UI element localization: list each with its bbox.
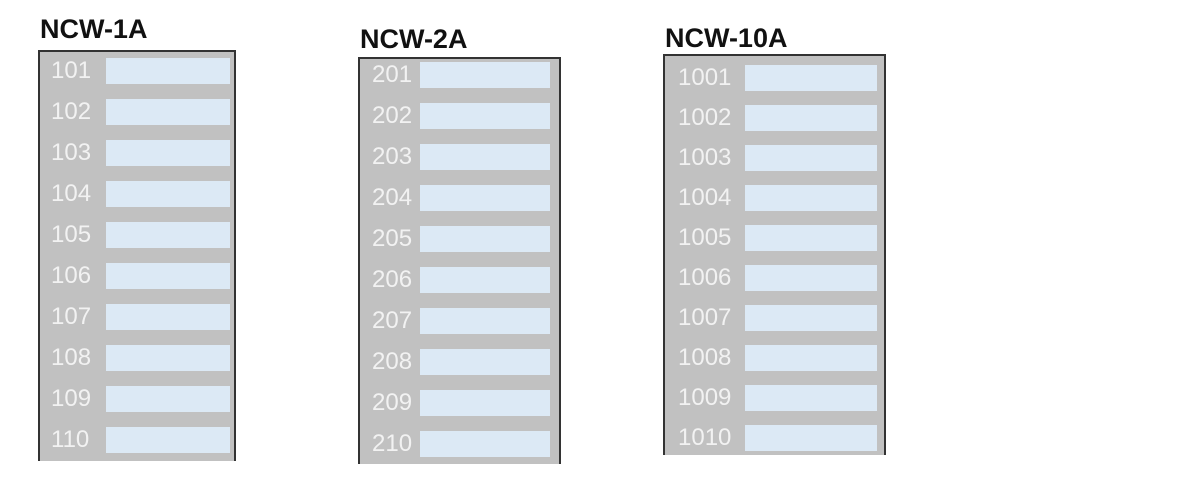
ward-panel-ncw-10a: NCW-10A 1001 1002 1003 1004 1005 1006 10… bbox=[663, 23, 886, 455]
room-assignment-field[interactable] bbox=[106, 304, 230, 330]
room-assignment-field[interactable] bbox=[745, 65, 877, 91]
room-number-label: 105 bbox=[51, 222, 92, 248]
room-number-label: 1001 bbox=[678, 65, 732, 91]
room-number-label: 110 bbox=[51, 427, 90, 453]
room-row: 1009 bbox=[678, 385, 877, 411]
room-number-label: 204 bbox=[372, 185, 413, 211]
room-number-label: 1004 bbox=[678, 185, 732, 211]
room-row: 1002 bbox=[678, 105, 877, 131]
room-row: 203 bbox=[372, 144, 550, 170]
room-assignment-field[interactable] bbox=[420, 144, 550, 170]
room-assignment-field[interactable] bbox=[106, 263, 230, 289]
room-assignment-field[interactable] bbox=[420, 62, 550, 88]
room-row: 204 bbox=[372, 185, 550, 211]
room-number-label: 206 bbox=[372, 267, 413, 293]
room-row: 1005 bbox=[678, 225, 877, 251]
room-number-label: 102 bbox=[51, 99, 92, 125]
ward-panel-ncw-1a: NCW-1A 101 102 103 104 105 106 107 bbox=[38, 14, 236, 461]
room-row: 202 bbox=[372, 103, 550, 129]
room-number-label: 1009 bbox=[678, 385, 732, 411]
room-assignment-field[interactable] bbox=[420, 103, 550, 129]
room-number-label: 201 bbox=[372, 62, 413, 88]
room-assignment-field[interactable] bbox=[745, 225, 877, 251]
room-list: 101 102 103 104 105 106 107 108 bbox=[38, 50, 236, 461]
room-assignment-field[interactable] bbox=[420, 226, 550, 252]
room-assignment-field[interactable] bbox=[745, 185, 877, 211]
room-number-label: 1006 bbox=[678, 265, 732, 291]
room-row: 101 bbox=[51, 58, 230, 84]
room-number-label: 210 bbox=[372, 431, 413, 457]
room-row: 102 bbox=[51, 99, 230, 125]
room-row: 1003 bbox=[678, 145, 877, 171]
room-number-label: 104 bbox=[51, 181, 92, 207]
room-row: 205 bbox=[372, 226, 550, 252]
room-assignment-field[interactable] bbox=[420, 185, 550, 211]
room-assignment-field[interactable] bbox=[106, 181, 230, 207]
room-row: 1004 bbox=[678, 185, 877, 211]
room-row: 1010 bbox=[678, 425, 877, 451]
room-assignment-field[interactable] bbox=[745, 425, 877, 451]
room-assignment-field[interactable] bbox=[106, 427, 230, 453]
room-row: 201 bbox=[372, 62, 550, 88]
room-row: 208 bbox=[372, 349, 550, 375]
room-assignment-field[interactable] bbox=[420, 390, 550, 416]
room-number-label: 205 bbox=[372, 226, 413, 252]
room-number-label: 101 bbox=[51, 58, 92, 84]
room-assignment-field[interactable] bbox=[106, 386, 230, 412]
room-assignment-field[interactable] bbox=[745, 305, 877, 331]
room-number-label: 207 bbox=[372, 308, 413, 334]
room-number-label: 1007 bbox=[678, 305, 732, 331]
ward-title: NCW-10A bbox=[665, 23, 788, 53]
room-row: 108 bbox=[51, 345, 230, 371]
room-number-label: 1010 bbox=[678, 425, 732, 451]
room-assignment-field[interactable] bbox=[106, 140, 230, 166]
room-row: 105 bbox=[51, 222, 230, 248]
room-number-label: 106 bbox=[51, 263, 92, 289]
room-number-label: 109 bbox=[51, 386, 92, 412]
room-number-label: 103 bbox=[51, 140, 92, 166]
room-list: 201 202 203 204 205 206 207 208 bbox=[358, 57, 561, 464]
room-number-label: 1005 bbox=[678, 225, 732, 251]
room-row: 206 bbox=[372, 267, 550, 293]
room-assignment-field[interactable] bbox=[420, 349, 550, 375]
room-row: 1006 bbox=[678, 265, 877, 291]
room-row: 209 bbox=[372, 390, 550, 416]
room-assignment-field[interactable] bbox=[106, 58, 230, 84]
room-number-label: 202 bbox=[372, 103, 413, 129]
room-assignment-field[interactable] bbox=[745, 105, 877, 131]
room-number-label: 108 bbox=[51, 345, 92, 371]
ward-title: NCW-2A bbox=[360, 24, 468, 54]
room-number-label: 203 bbox=[372, 144, 413, 170]
room-assignment-field[interactable] bbox=[106, 222, 230, 248]
room-assignment-field[interactable] bbox=[420, 267, 550, 293]
room-number-label: 107 bbox=[51, 304, 92, 330]
room-assignment-field[interactable] bbox=[420, 308, 550, 334]
room-row: 1007 bbox=[678, 305, 877, 331]
room-number-label: 208 bbox=[372, 349, 413, 375]
room-row: 110 bbox=[51, 427, 230, 453]
room-number-label: 1008 bbox=[678, 345, 732, 371]
room-assignment-field[interactable] bbox=[420, 431, 550, 457]
room-row: 1001 bbox=[678, 65, 877, 91]
room-list: 1001 1002 1003 1004 1005 1006 1007 1008 bbox=[663, 54, 886, 455]
room-assignment-field[interactable] bbox=[745, 345, 877, 371]
room-row: 104 bbox=[51, 181, 230, 207]
room-number-label: 1002 bbox=[678, 105, 732, 131]
ward-panel-ncw-2a: NCW-2A 201 202 203 204 205 206 207 bbox=[358, 24, 561, 464]
room-assignment-field[interactable] bbox=[745, 385, 877, 411]
room-row: 1008 bbox=[678, 345, 877, 371]
room-row: 210 bbox=[372, 431, 550, 457]
room-row: 207 bbox=[372, 308, 550, 334]
ward-title: NCW-1A bbox=[40, 14, 148, 44]
room-assignment-field[interactable] bbox=[106, 345, 230, 371]
room-row: 106 bbox=[51, 263, 230, 289]
room-number-label: 1003 bbox=[678, 145, 732, 171]
room-assignment-field[interactable] bbox=[106, 99, 230, 125]
room-number-label: 209 bbox=[372, 390, 413, 416]
room-row: 103 bbox=[51, 140, 230, 166]
room-row: 107 bbox=[51, 304, 230, 330]
room-assignment-field[interactable] bbox=[745, 265, 877, 291]
room-row: 109 bbox=[51, 386, 230, 412]
room-assignment-field[interactable] bbox=[745, 145, 877, 171]
